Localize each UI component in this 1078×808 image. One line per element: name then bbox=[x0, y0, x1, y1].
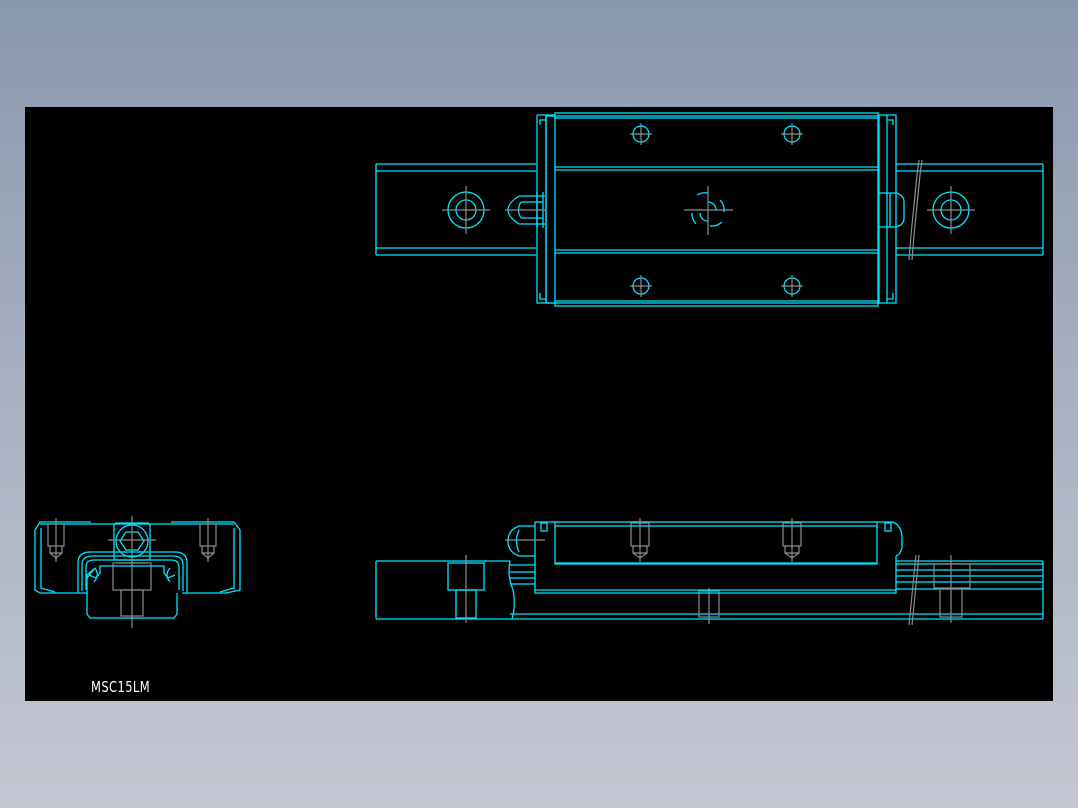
mounting-hole bbox=[630, 123, 652, 145]
end-view bbox=[34, 516, 241, 628]
cad-drawing bbox=[34, 112, 1044, 628]
mounting-hole bbox=[781, 123, 803, 145]
cad-drawing-canvas[interactable]: MSC15LM bbox=[25, 107, 1053, 701]
mounting-hole bbox=[630, 275, 652, 297]
top-view bbox=[375, 112, 1044, 307]
side-view bbox=[375, 518, 1044, 626]
part-number-label: MSC15LM bbox=[91, 678, 151, 696]
mounting-hole bbox=[781, 275, 803, 297]
